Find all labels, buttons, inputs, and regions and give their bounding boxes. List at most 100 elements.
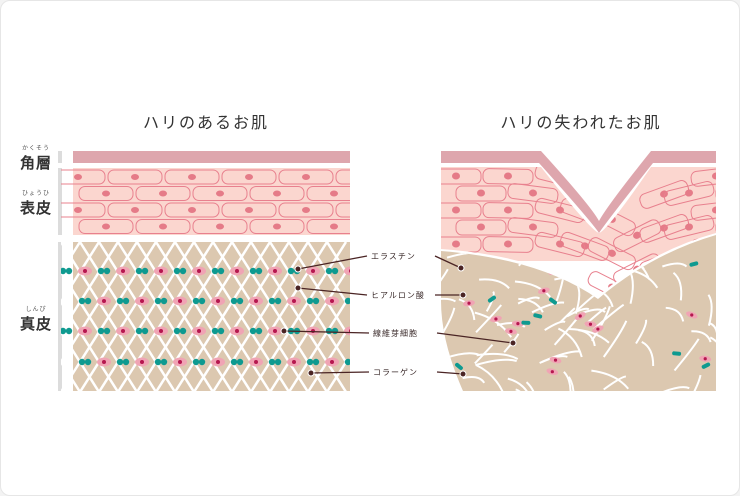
elastin-dot [141, 267, 149, 275]
cell-nucleus [216, 190, 224, 197]
cell-nucleus [102, 223, 110, 230]
fibroblast-nucleus [516, 322, 520, 326]
fibroblast-cell [587, 264, 600, 271]
fibroblast-nucleus [596, 327, 600, 331]
cell-nucleus [216, 223, 224, 230]
broken-collagen-fiber [662, 262, 688, 268]
elastin-dot [351, 359, 357, 365]
fibroblast-nucleus [467, 301, 471, 305]
label-dermis: しんぴ真皮 [19, 306, 52, 333]
cell-nucleus [245, 207, 253, 213]
elastin-dot [122, 358, 130, 366]
elastin-dot [217, 327, 225, 335]
elastin-dot [173, 327, 181, 335]
fibroblast-nucleus [566, 269, 571, 273]
leader-line [310, 371, 370, 374]
elastin-dot [97, 327, 105, 335]
title-healthy-skin: ハリのあるお肌 [142, 113, 269, 132]
broken-collagen-fiber [575, 294, 595, 312]
epidermis-cell [335, 202, 350, 218]
healthy-corneum [73, 151, 350, 163]
broken-collagen-fiber [635, 319, 648, 345]
broken-collagen-fiber [557, 327, 583, 358]
leader-dot [459, 370, 467, 378]
callout-hyaluronic-acid: ヒアルロン酸 [369, 290, 427, 301]
cell-nucleus [330, 223, 338, 230]
fibroblast-nucleus [509, 329, 513, 333]
epidermis-cell [455, 185, 507, 202]
elastin-dot [84, 358, 92, 366]
fibroblast-nucleus [494, 317, 498, 321]
elastin-dot [217, 267, 225, 275]
fibroblast-nucleus [273, 269, 277, 273]
label-stratum-corneum: かくそう角層 [19, 145, 52, 172]
cell-nucleus [74, 207, 82, 213]
broken-collagen-fiber [514, 280, 552, 298]
elastin-dot [325, 327, 333, 335]
elastin-dot [154, 297, 162, 305]
elastin-fragment [455, 362, 463, 370]
callout-elastin: エラスチン [369, 251, 418, 262]
fibroblast-cell [562, 267, 575, 275]
epidermis-cell [78, 219, 134, 234]
leader-line [434, 255, 462, 269]
elastin-dot [179, 267, 187, 275]
elastin-dot [61, 267, 67, 275]
fibroblast-nucleus [121, 329, 125, 333]
broken-collagen-fiber [441, 268, 449, 301]
elastin-fragment [533, 313, 543, 319]
fibroblast-nucleus [553, 358, 558, 362]
fibroblast-nucleus [254, 299, 258, 303]
broken-collagen-fiber [441, 297, 456, 304]
broken-collagen-fiber [566, 307, 590, 318]
cell-nucleus [102, 190, 110, 197]
elastin-dot [274, 297, 282, 305]
fibroblast-nucleus [235, 329, 239, 333]
epidermis-cell [249, 219, 305, 234]
epidermis-cell [192, 186, 248, 201]
epidermis-cell [306, 219, 350, 234]
elastin-dot [255, 327, 263, 335]
elastin-dot [211, 327, 219, 335]
cell-nucleus [159, 190, 167, 197]
elastin-dot [78, 297, 86, 305]
elastin-dot [344, 358, 350, 366]
fibroblast-cell [363, 358, 377, 367]
elastin-fragment [689, 261, 699, 267]
leader-line [283, 330, 370, 334]
callout-fibroblast: 線維芽細胞 [371, 328, 420, 339]
fibroblast-nucleus [690, 313, 694, 317]
fibroblast-nucleus [311, 269, 315, 273]
elastin-dot [179, 327, 187, 335]
broken-collagen-fiber [683, 374, 702, 391]
elastin-dot [173, 267, 181, 275]
elastin-dot [331, 267, 339, 275]
label-epidermis: ひょうひ表皮 [19, 190, 52, 217]
epidermis-cell [715, 219, 716, 236]
elastin-fragment [701, 362, 711, 369]
epidermis-cell [663, 215, 715, 240]
elastin-dot [160, 358, 168, 366]
elastin-dot [192, 297, 200, 305]
broken-collagen-fiber [568, 328, 610, 344]
elastin-dot [230, 297, 238, 305]
elastin-dot [65, 267, 73, 275]
elastin-dot [84, 297, 92, 305]
elastin-dot [65, 327, 73, 335]
epidermis-cell [534, 231, 586, 258]
cell-nucleus [330, 190, 338, 197]
fibroblast-nucleus [592, 265, 596, 269]
elastin-dot [274, 358, 282, 366]
epidermis-cell [335, 169, 350, 185]
elastin-dot [312, 297, 320, 305]
elastin-dot [135, 267, 143, 275]
epidermis-cell [61, 169, 106, 185]
fibroblast-nucleus [178, 360, 182, 364]
broken-collagen-fiber [441, 307, 456, 342]
broken-collagen-fiber [659, 386, 690, 391]
broken-collagen-fiber [525, 381, 539, 391]
broken-collagen-fiber [582, 308, 606, 314]
epidermis-cell [482, 168, 534, 185]
